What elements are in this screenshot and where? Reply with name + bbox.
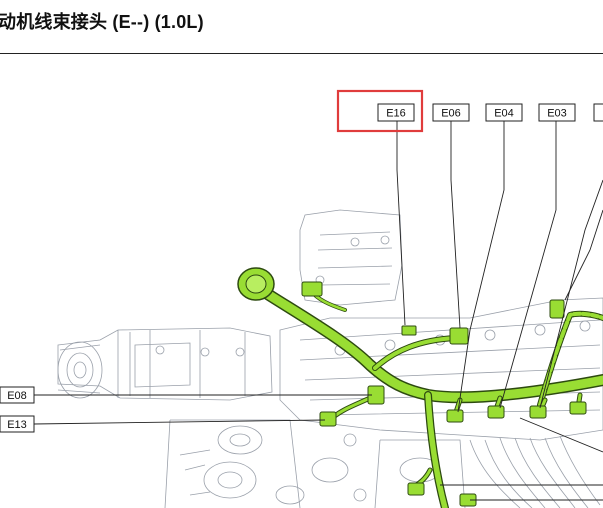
connector-label-e06-text: E06 xyxy=(441,108,461,120)
connector-label-e04: E04 xyxy=(485,103,523,122)
connector-label-e08: E08 xyxy=(0,386,35,404)
connector-label-e03: E03 xyxy=(538,103,576,122)
connector-label-e13-text: E13 xyxy=(7,419,27,431)
highlight-box-e16 xyxy=(336,89,424,133)
engine-line-art xyxy=(57,209,603,508)
wiring-harness xyxy=(249,280,603,508)
connector-label-e08-text: E08 xyxy=(7,390,27,402)
harness-connectors xyxy=(301,281,587,507)
harness-grommet xyxy=(237,267,275,301)
connector-label-e16: E16 xyxy=(377,103,415,122)
page-title: 动机线束接头 (E--) (1.0L) xyxy=(0,12,204,32)
connector-label-e04-text: E04 xyxy=(494,108,514,120)
title-divider xyxy=(0,53,603,54)
connector-label-e03-text: E03 xyxy=(547,108,567,120)
connector-label-e06: E06 xyxy=(432,103,470,122)
connector-label-e16-text: E16 xyxy=(386,108,406,120)
connector-label-e13: E13 xyxy=(0,415,35,433)
connector-label-cut-off xyxy=(593,103,603,122)
leader-lines xyxy=(33,121,603,501)
